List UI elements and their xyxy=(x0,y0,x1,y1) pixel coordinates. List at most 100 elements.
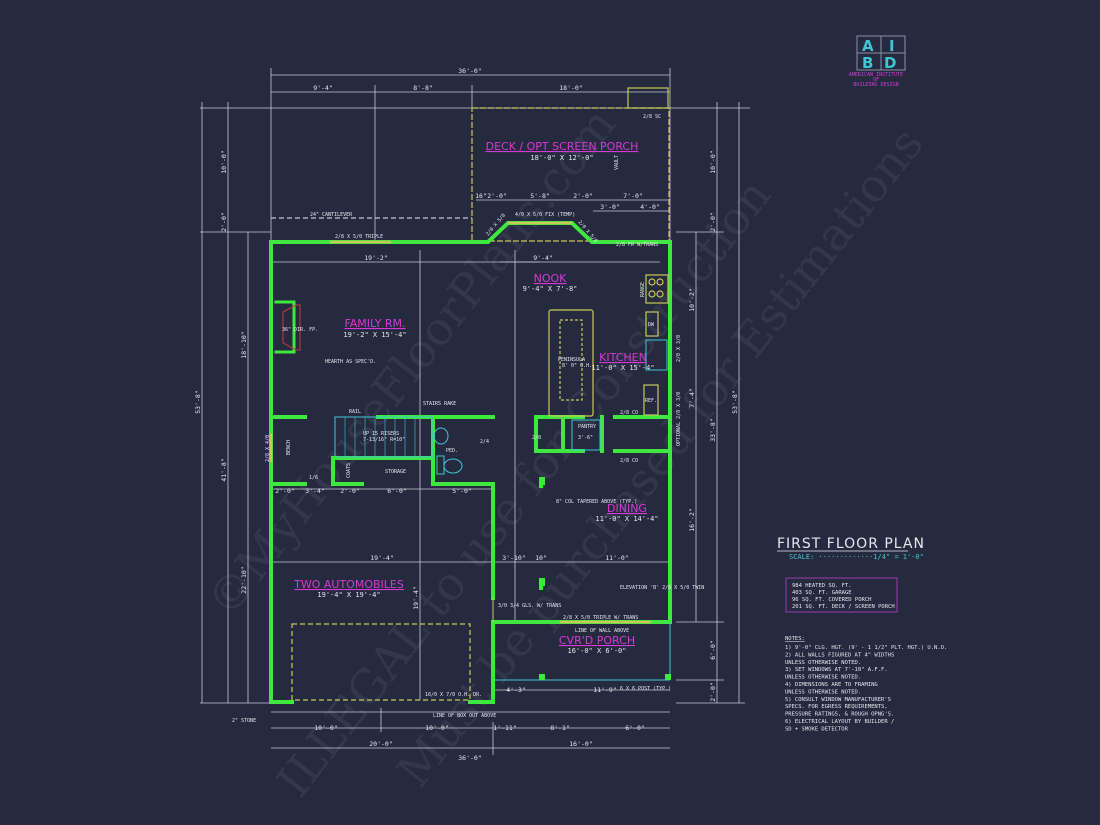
label-rail: RAIL xyxy=(349,409,361,415)
label-garage-door: 16/0 X 7/0 O.H. DR. xyxy=(425,692,482,698)
logo-caption-3: BUILDING DESIGN xyxy=(853,82,898,88)
label-stairs-dims: 7-13/16" R=10" xyxy=(363,437,405,443)
room-nook-name: NOOK xyxy=(534,272,568,285)
dim-deck-f: 3'-0" xyxy=(600,203,620,211)
label-wall-above: LINE OF WALL ABOVE xyxy=(575,628,629,634)
label-stone: 2" STONE xyxy=(232,718,256,724)
label-post: 6 X 6 POST (TYP.) xyxy=(620,686,671,692)
porch-post xyxy=(665,674,671,680)
logo-caption-2: OF xyxy=(873,77,879,83)
label-co-b: 2/8 CO xyxy=(620,458,638,464)
notes-heading: NOTES: xyxy=(785,636,805,642)
fireplace-outline xyxy=(282,304,301,351)
label-gls-door: 3/0 3/4 GLS. W/ TRANS xyxy=(498,603,561,609)
dim-left-d: 18'-10" xyxy=(240,331,248,358)
dim-left-a: 10'-0" xyxy=(220,150,228,173)
room-family-name: FAMILY RM. xyxy=(344,317,405,330)
title-block: FIRST FLOOR PLAN SCALE: ·············1/4… xyxy=(777,536,947,732)
label-pantry: PANTRY xyxy=(578,424,596,430)
dim-bottom-c2: 10'-0" xyxy=(425,724,448,732)
dim-right-f: 16'-2" xyxy=(688,508,696,531)
label-door-16: 1/6 xyxy=(309,475,318,481)
label-coats: COATS xyxy=(346,463,352,478)
logo-letter-i: I xyxy=(889,37,895,55)
label-fix-window: 4/0 X 5/0 FIX (TEMP) xyxy=(515,212,575,218)
dim-hall-d: 6'-0" xyxy=(387,487,407,495)
logo-letter-d: D xyxy=(884,54,896,72)
label-door-24: 2/4 xyxy=(480,439,489,445)
pantry-shelves xyxy=(571,419,601,451)
dim-top-a: 9'-4" xyxy=(313,84,333,92)
plan-title: FIRST FLOOR PLAN xyxy=(777,536,925,552)
dim-dining-b: 10" xyxy=(535,554,547,562)
room-porch-name: CVR'D PORCH xyxy=(559,634,635,647)
label-ref: REF. xyxy=(645,398,657,404)
dim-porch-a: 4'-3" xyxy=(506,686,526,694)
dim-top-c: 18'-0" xyxy=(559,84,582,92)
note-line: UNLESS OTHERWISE NOTED. xyxy=(785,675,861,681)
area-covered-porch: 96 SQ. FT. COVERED PORCH xyxy=(792,597,871,603)
dim-right-d: 10'-2" xyxy=(688,288,696,311)
toilet xyxy=(443,458,463,474)
fixtures xyxy=(269,221,671,701)
column xyxy=(539,578,545,586)
label-peninsula-sub: 8' 0" O.H. xyxy=(562,363,592,369)
dim-right-b: 2'-0" xyxy=(709,212,717,232)
label-triple-trans: 2/8 X 5/0 TRIPLE W/ TRANS xyxy=(563,615,638,621)
label-optional-window: OPTIONAL 2/8 X 3/0 xyxy=(676,392,682,446)
label-vault: VAULT xyxy=(614,155,620,170)
dim-left-total: 53'-8" xyxy=(194,390,202,413)
dim-bottom-c1: 10'-0" xyxy=(314,724,337,732)
dim-deck-a: 16" xyxy=(475,192,487,200)
dim-top-total: 36'-0" xyxy=(458,67,481,75)
room-dining-size: 11'-0" X 14'-4" xyxy=(595,515,658,523)
dim-bottom-c5: 6'-0" xyxy=(625,724,645,732)
dim-hall-b: 3'-4" xyxy=(305,487,325,495)
aibd-logo: A I B D AMERICAN INSTITUTE OF BUILDING D… xyxy=(849,35,906,88)
notes-list: 1) 9'-0" CLG. HGT. (9' - 1 1/2" PLT. HGT… xyxy=(785,645,947,732)
label-sink-window: 2/8 X 3/0 xyxy=(676,335,682,362)
dim-dining-a: 3'-10" xyxy=(502,554,525,562)
label-fr-trans: 2/8 FR W/TRANS xyxy=(616,242,658,248)
room-dining-name: DINING xyxy=(607,502,647,515)
area-garage: 403 SQ. FT. GARAGE xyxy=(792,590,852,596)
label-column: 8" COL TAPERED ABOVE (TYP.) xyxy=(556,499,637,505)
dim-left-c: 41'-8" xyxy=(220,458,228,481)
dim-deck-g: 4'-0" xyxy=(640,203,660,211)
dim-right-h: 2'-0" xyxy=(709,682,717,702)
room-garage-name: TWO AUTOMOBILES xyxy=(293,578,404,591)
room-kitchen-size: 11'-0" X 15'-4" xyxy=(591,364,654,372)
label-cantilever: 24" CANTILEVER xyxy=(310,212,353,218)
note-line: SPECS. FOR EGRESS REQUIREMENTS, xyxy=(785,704,888,710)
dim-porch-b: 11'-9" xyxy=(593,686,616,694)
note-line: UNLESS OTHERWISE NOTED. xyxy=(785,660,861,666)
garage-door-outline xyxy=(291,623,471,701)
dim-right-total: 53'-8" xyxy=(731,390,739,413)
label-triple-window: 2/8 X 5/0 TRIPLE xyxy=(335,234,383,240)
label-door-28: 2/8 xyxy=(532,435,541,441)
kitchen-sink xyxy=(645,339,668,371)
label-side-window: 2/8 X 4/0 xyxy=(265,435,271,462)
dim-bottom-total: 36'-0" xyxy=(458,754,481,762)
area-heated: 984 HEATED SQ. FT. xyxy=(792,583,852,589)
dim-right-e: 7'-4" xyxy=(688,388,696,408)
dim-hall-c: 2'-0" xyxy=(340,487,360,495)
note-line: 1) 9'-0" CLG. HGT. (9' - 1 1/2" PLT. HGT… xyxy=(785,645,947,651)
room-labels: DECK / OPT SCREEN PORCH 18'-0" X 12'-0" … xyxy=(293,140,658,655)
dim-hall-e: 5'-0" xyxy=(452,487,472,495)
label-stairs-rake: STAIRS RAKE xyxy=(423,401,456,407)
column xyxy=(539,477,545,485)
label-co-a: 2/8 CO xyxy=(620,410,638,416)
dim-deck-b: 2'-0" xyxy=(487,192,507,200)
dim-right-c: 33'-8" xyxy=(709,418,717,441)
note-line: UNLESS OTHERWISE NOTED. xyxy=(785,689,861,695)
room-garage-size: 19'-4" X 19'-4" xyxy=(317,591,380,599)
label-elevation: ELEVATION 'B' 2/8 X 5/0 TWIN xyxy=(620,585,704,591)
logo-letter-a: A xyxy=(862,37,874,55)
pedestal-sink xyxy=(433,427,449,445)
dim-bottom-c3: 1'-11" xyxy=(493,724,516,732)
label-door-sc: 2/8 SC xyxy=(643,114,661,120)
note-line: PRESSURE RATINGS, & ROUGH OPNG'S. xyxy=(785,712,894,718)
